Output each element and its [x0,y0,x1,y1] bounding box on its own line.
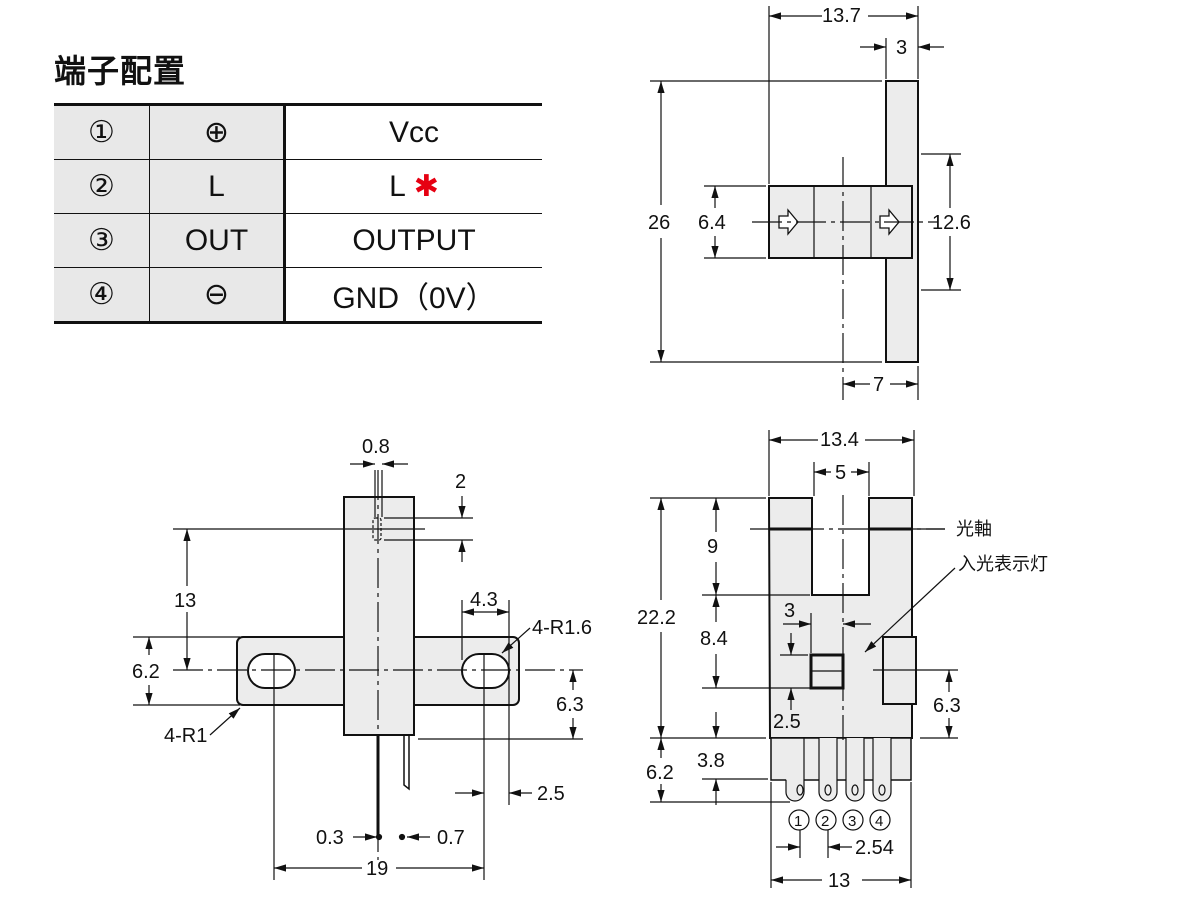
pin-4-label: 4 [875,813,883,830]
dim-label: 3.8 [697,750,725,772]
pin-symbol: OUT [149,213,286,268]
dim-label: 22.2 [637,607,676,629]
asterisk-mark-icon: ✱ [413,170,439,203]
dim-label: 6.2 [646,762,674,784]
pin-number: ③ [54,213,150,268]
front-view-labels: 0.8 2 13 6.2 4.3 4-R1.6 4-R1 6.3 2.5 0.3… [132,436,592,880]
dim-label: 0.8 [362,436,390,458]
pin-2-label: 2 [821,813,829,830]
dim-label: 6.4 [698,212,726,234]
pin-name: OUTPUT [284,213,542,268]
pin-name: GND（0V） [284,267,542,323]
indicator-label: 入光表示灯 [958,554,1048,575]
pin-name: L✱ [284,159,542,214]
dim-label: 8.4 [700,628,728,650]
pin-name-text: GND（0V） [332,281,496,315]
dim-label: 13.4 [820,429,859,451]
dim-label: 26 [648,212,670,234]
pin-name-text: Vcc [388,115,439,149]
dim-label: 3 [784,600,795,622]
pin-number: ① [54,104,150,160]
pin-name: Vcc [284,104,542,160]
dim-label: 6.3 [933,695,961,717]
table-row: ① ⊕ Vcc [54,104,542,160]
pin-number: ④ [54,267,150,323]
pin-number: ② [54,159,150,214]
dim-label: 13 [828,870,850,892]
pin-symbol: ⊖ [149,267,286,323]
pin-terminals [785,738,892,802]
table-row: ④ ⊖ GND（0V） [54,267,542,323]
dim-label: 3 [896,37,907,59]
table-row: ② L L✱ [54,159,542,214]
lead-terminal [403,735,410,791]
optical-axis-label: 光軸 [956,519,992,540]
dim-label: 19 [366,858,388,880]
pin-name-text: OUTPUT [352,223,476,257]
pin-name-text: L [389,170,406,203]
section-title: 端子配置 [54,52,187,90]
dim-label: 6.3 [556,694,584,716]
dim-label: 2.5 [773,711,801,733]
mount-hole [247,653,296,689]
dim-label: 12.6 [932,212,971,234]
pin-assignment-table: ① ⊕ Vcc ② L L✱ ③ OUT OUTPUT ④ ⊖ GND（0V） [54,103,542,324]
slot-view-labels: 13.4 5 9 22.2 8.4 3 2.5 6.3 6.2 3.8 2.54… [637,429,1048,892]
dim-label: 6.2 [132,661,160,683]
dim-label: 7 [873,374,884,396]
side-view [650,6,961,400]
pin-3-label: 3 [848,813,856,830]
pin-1-label: 1 [794,813,802,830]
dim-label: 0.7 [437,827,465,849]
side-view-labels: 13.7 3 26 6.4 12.6 7 [648,5,971,396]
pin-symbol: L [149,159,286,214]
dim-label: 4.3 [470,589,498,611]
dim-label: 0.3 [316,827,344,849]
dim-label: 4-R1.6 [532,617,592,639]
dim-label: 13 [174,590,196,612]
dim-label: 4-R1 [164,725,207,747]
table-row: ③ OUT OUTPUT [54,213,542,268]
mount-hole [461,653,510,689]
front-view [133,460,583,880]
dim-label: 5 [835,462,846,484]
pin-symbol: ⊕ [149,104,286,160]
dim-label: 9 [707,536,718,558]
dim-label: 2 [455,471,466,493]
dim-label: 2.5 [537,783,565,805]
dim-label: 2.54 [855,837,894,859]
sensor-body [343,496,415,736]
dim-label: 13.7 [822,5,861,27]
slot-view [650,430,958,888]
